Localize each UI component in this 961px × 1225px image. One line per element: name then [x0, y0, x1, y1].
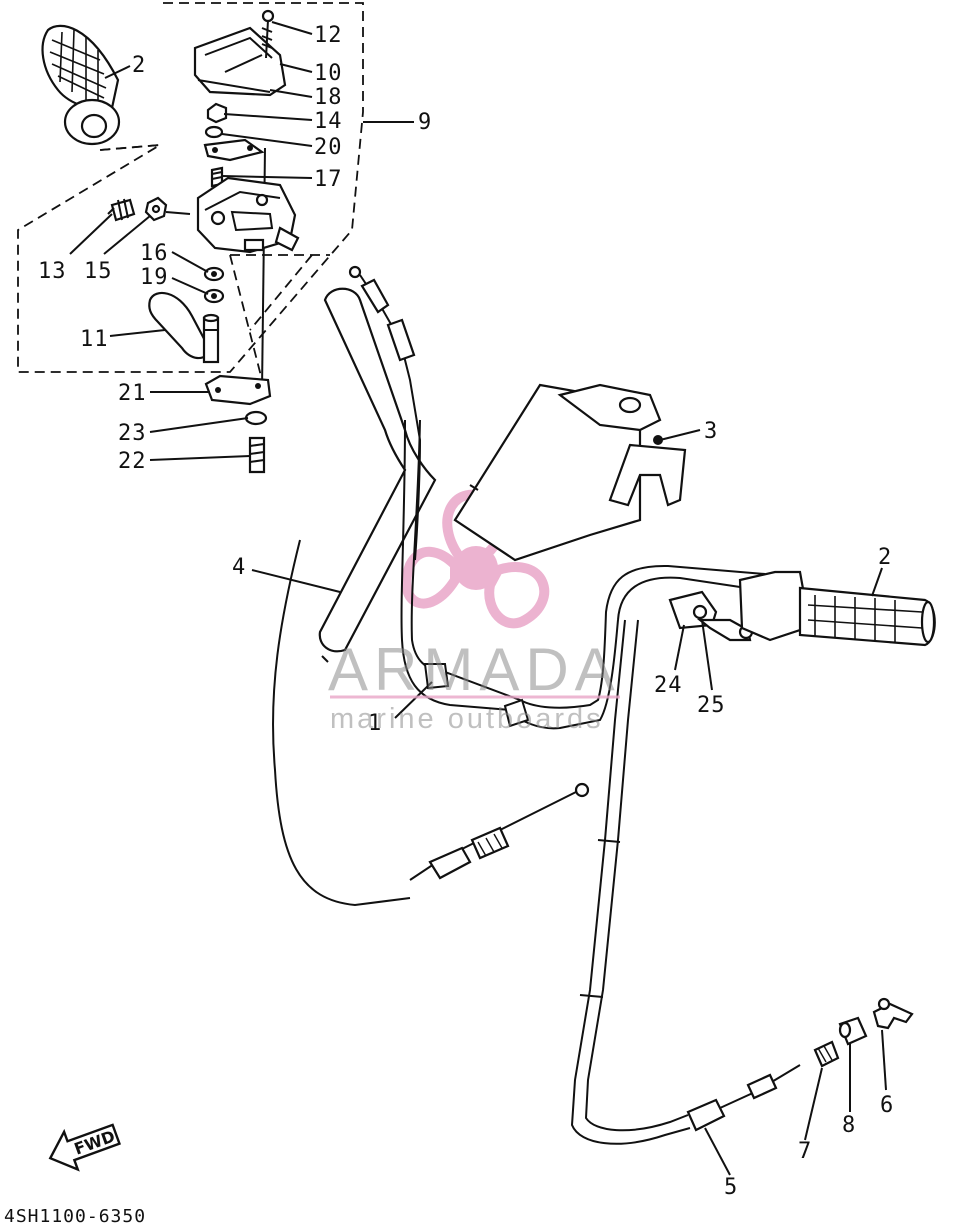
- callout-20: 20: [314, 135, 343, 160]
- callout-11: 11: [80, 327, 109, 352]
- fitting-6: [872, 997, 914, 1030]
- part-code: 4SH1100-6350: [4, 1206, 146, 1225]
- screw-12: [261, 9, 275, 59]
- callout-13: 13: [38, 259, 67, 284]
- callout-3: 3: [704, 419, 718, 444]
- callout-22: 22: [118, 449, 147, 474]
- callout-5: 5: [724, 1175, 738, 1200]
- handlebar: [271, 419, 766, 907]
- callout-2-right: 2: [878, 545, 892, 570]
- callout-18: 18: [314, 85, 343, 110]
- clamp-21: [204, 374, 272, 406]
- screw-22: [248, 436, 266, 474]
- right-grip: [738, 570, 936, 647]
- callout-15: 15: [84, 259, 113, 284]
- callout-7: 7: [798, 1139, 812, 1164]
- watermark-title: ARMADA: [328, 636, 621, 703]
- callout-1: 1: [368, 711, 382, 736]
- lower-cable: [409, 782, 590, 881]
- watermark-subtitle: marine outboards: [330, 703, 604, 735]
- leader-lines: [69, 21, 887, 1176]
- callout-19: 19: [140, 265, 169, 290]
- callout-8: 8: [842, 1113, 856, 1138]
- upper-cable: [348, 265, 422, 561]
- sleeve-8: [838, 1016, 868, 1046]
- callout-10: 10: [314, 61, 343, 86]
- screw-13: [107, 198, 136, 222]
- callout-21: 21: [118, 381, 147, 406]
- callout-9: 9: [418, 110, 432, 135]
- steering-cover: [453, 383, 687, 562]
- callout-2-left: 2: [132, 53, 146, 78]
- callout-23: 23: [118, 421, 147, 446]
- callout-24: 24: [654, 673, 683, 698]
- washer-23: [244, 410, 268, 426]
- throttle-cable: [570, 619, 801, 1145]
- throttle-lever: [148, 291, 220, 364]
- callout-25: 25: [697, 693, 726, 718]
- nut-15: [144, 196, 168, 222]
- left-grip: [41, 24, 121, 146]
- handlebar-pad: [318, 287, 437, 663]
- assembly-outline: [17, 2, 364, 373]
- callout-6: 6: [880, 1093, 894, 1118]
- fwd-arrow-icon: FWD: [48, 1123, 121, 1172]
- right-lever: [668, 590, 754, 642]
- switch-cover: [193, 26, 287, 97]
- throttle-housing: [196, 176, 300, 254]
- callout-17: 17: [314, 167, 343, 192]
- callout-12: 12: [314, 23, 343, 48]
- callout-4: 4: [232, 555, 246, 580]
- adjuster-7: [813, 1040, 840, 1068]
- callout-14: 14: [314, 109, 343, 134]
- callout-16: 16: [140, 241, 169, 266]
